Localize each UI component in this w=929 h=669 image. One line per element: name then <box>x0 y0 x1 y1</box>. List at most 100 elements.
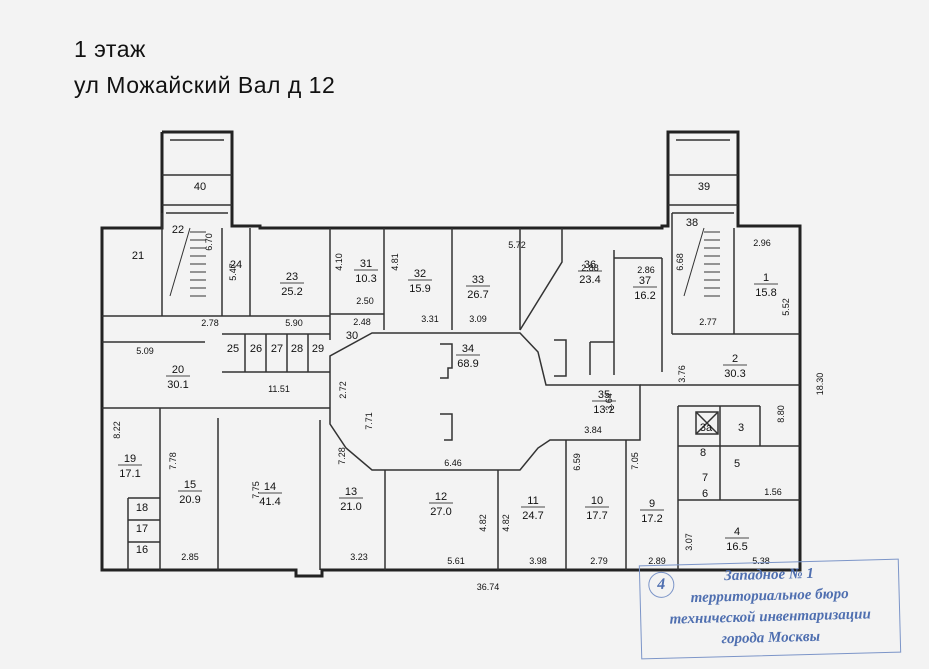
stamp-line-2: территориальное бюро <box>690 585 849 607</box>
dimension-37: 3.23 <box>350 552 368 562</box>
stamp-line-1: Западное № 1 <box>724 565 815 585</box>
room-area-7: 15.9 <box>409 283 430 295</box>
room-area-9: 23.4 <box>579 274 600 286</box>
room-number-20: 34 <box>462 343 474 355</box>
dimension-17: 5.09 <box>136 346 154 356</box>
dimension-10: 2.78 <box>201 318 219 328</box>
room-number-14: 25 <box>227 343 239 355</box>
stairs-right <box>683 227 720 297</box>
stamp-line-3: технической инвентаризации <box>669 606 872 628</box>
room-number-3: 22 <box>172 224 184 236</box>
dimension-29: 7.28 <box>337 447 347 465</box>
room-number-11: 38 <box>686 217 698 229</box>
room-number-8: 33 <box>472 274 484 286</box>
room-number-17: 28 <box>291 343 303 355</box>
room-number-38: 18 <box>136 502 148 514</box>
dimension-40: 2.79 <box>590 556 608 566</box>
dimension-36: 2.85 <box>181 552 199 562</box>
room-number-1: 39 <box>698 181 710 193</box>
room-number-5: 23 <box>286 271 298 283</box>
room-number-25: 19 <box>124 453 136 465</box>
dimension-15: 3.09 <box>469 314 487 324</box>
dimension-3: 4.81 <box>390 253 400 271</box>
dimension-18: 11.51 <box>268 384 290 394</box>
room-number-0: 40 <box>194 181 206 193</box>
dimension-35: 1.56 <box>764 487 782 497</box>
dimension-2: 4.10 <box>334 253 344 271</box>
room-number-31: 10 <box>591 495 603 507</box>
room-number-36: 6 <box>702 488 708 500</box>
room-area-37: 16.5 <box>726 541 747 553</box>
room-number-26: 15 <box>184 479 196 491</box>
room-area-29: 27.0 <box>430 506 451 518</box>
dimension-1: 5.47 <box>228 263 238 281</box>
room-area-12: 15.8 <box>755 287 776 299</box>
dimension-38: 5.61 <box>447 556 465 566</box>
dimension-42: 3.07 <box>684 533 694 551</box>
room-number-27: 14 <box>264 481 276 493</box>
stairs-left <box>169 227 206 297</box>
room-area-31: 17.7 <box>586 510 607 522</box>
room-area-26: 20.9 <box>179 494 200 506</box>
dimension-30: 6.46 <box>444 458 462 468</box>
room-number-37: 4 <box>734 526 740 538</box>
dimension-23: 18.30 <box>815 373 825 396</box>
dimension-19: 2.72 <box>338 381 348 399</box>
dimension-28: 7.75 <box>251 481 261 499</box>
room-area-22: 30.3 <box>724 368 745 380</box>
room-area-27: 41.4 <box>259 496 280 508</box>
room-area-28: 21.0 <box>340 501 361 513</box>
room-number-22: 2 <box>732 353 738 365</box>
room-number-12: 1 <box>763 272 769 284</box>
room-number-2: 21 <box>132 250 144 262</box>
room-number-32: 9 <box>649 498 655 510</box>
dimension-22: 8.80 <box>776 405 786 423</box>
room-number-4: 24 <box>230 259 242 271</box>
room-number-24: 3 <box>738 422 744 434</box>
outer-walls <box>100 130 802 578</box>
room-number-23: 3а <box>700 422 713 434</box>
room-area-30: 24.7 <box>522 510 543 522</box>
dimension-5: 2.88 <box>581 263 599 273</box>
room-number-30: 11 <box>527 495 538 507</box>
dimension-31: 4.82 <box>478 514 488 532</box>
room-number-21: 35 <box>598 389 610 401</box>
inner-walls <box>102 139 800 570</box>
dimension-9: 5.52 <box>781 298 791 316</box>
bti-stamp: 4 Западное № 1 территориальное бюро техн… <box>638 558 902 660</box>
room-number-7: 32 <box>414 268 426 280</box>
dimension-33: 6.59 <box>572 453 582 471</box>
dimension-20: 7.71 <box>364 412 374 430</box>
room-area-6: 10.3 <box>355 273 376 285</box>
room-number-39: 17 <box>136 523 148 535</box>
address-label: ул Можайский Вал д 12 <box>74 72 336 98</box>
dimension-7: 6.68 <box>675 253 685 271</box>
dimension-25: 3.84 <box>584 425 602 435</box>
room-area-20: 68.9 <box>457 358 478 370</box>
dimension-8: 2.96 <box>753 238 771 248</box>
room-number-19: 20 <box>172 364 184 376</box>
room-area-32: 17.2 <box>641 513 662 525</box>
room-area-10: 16.2 <box>634 290 655 302</box>
room-number-40: 16 <box>136 544 148 556</box>
room-number-16: 27 <box>271 343 283 355</box>
room-number-15: 26 <box>250 343 262 355</box>
room-number-34: 5 <box>734 458 740 470</box>
dimension-43: 5.38 <box>752 556 770 566</box>
room-number-13: 30 <box>346 330 358 342</box>
dimension-34: 7.05 <box>630 452 640 470</box>
room-number-9: 36 <box>584 259 596 271</box>
room-area-21: 13.2 <box>593 404 614 416</box>
room-number-33: 8 <box>700 447 706 459</box>
dimension-13: 2.48 <box>353 317 371 327</box>
room-area-25: 17.1 <box>119 468 140 480</box>
room-number-18: 29 <box>312 343 324 355</box>
room-area-19: 30.1 <box>167 379 188 391</box>
dimension-26: 8.22 <box>112 421 122 439</box>
dimension-39: 3.98 <box>529 556 547 566</box>
dimension-6: 2.86 <box>637 265 655 275</box>
room-area-5: 25.2 <box>281 286 302 298</box>
